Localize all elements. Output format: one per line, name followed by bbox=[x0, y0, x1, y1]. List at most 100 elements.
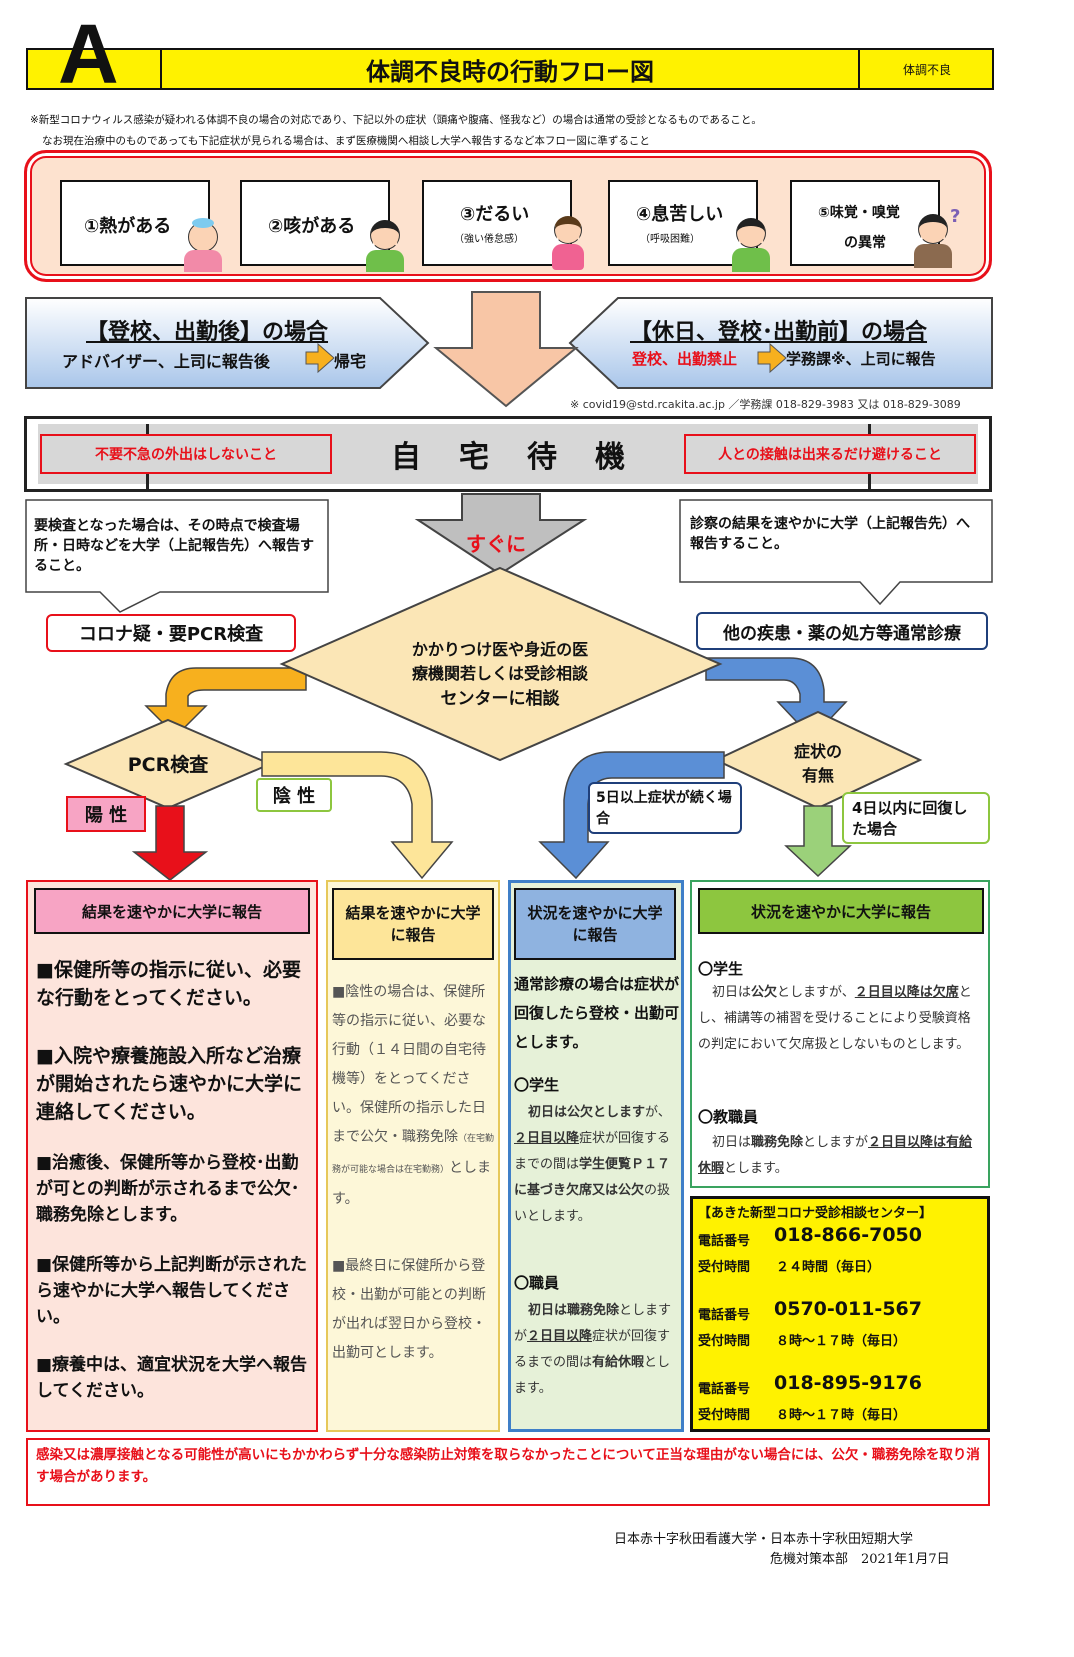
col3-student-text: 初日は公欠としますが、２日目以降症状が回復するまでの間は学生便覧Ｐ１７に基づき欠… bbox=[514, 1100, 680, 1230]
consult-diamond bbox=[279, 566, 723, 762]
before-commute-title: 【休日、登校･出勤前】の場合 bbox=[630, 320, 928, 345]
col4-staff-e: とします。 bbox=[724, 1161, 788, 1176]
col3-staff-heading: 〇職員 bbox=[514, 1274, 560, 1292]
col4-student-text: 初日は公欠としますが、２日目以降は欠席とし、補講等の補習を受けることにより受験資… bbox=[698, 980, 978, 1058]
small-arrow-after bbox=[305, 342, 335, 374]
flow-shapes bbox=[25, 493, 993, 881]
center-tel-1: 018-866-7050 bbox=[774, 1224, 922, 1246]
badge-letter: A bbox=[58, 7, 119, 101]
col4-staff-a: 初日は bbox=[712, 1135, 752, 1150]
symptom-sub: （呼吸困難） bbox=[640, 234, 700, 245]
col1-paragraph-4: ■保健所等から上記判断が示されたら速やかに大学へ報告してください。 bbox=[36, 1255, 308, 1327]
symptom-card-breathless: ④息苦しい （呼吸困難） bbox=[608, 180, 770, 272]
down-arrow-main bbox=[433, 291, 579, 408]
to-pcr-arrow bbox=[144, 667, 307, 738]
col2-p1-text: ■陰性の場合は、保健所等の指示に従い、必要な行動（１４日間の自宅待機等）をとって… bbox=[332, 984, 486, 1145]
negative-arrow bbox=[261, 751, 454, 880]
consult-line-3: センターに相談 bbox=[440, 689, 560, 709]
small-arrow-before bbox=[757, 342, 787, 374]
page-title: 体調不良時の行動フロー図 bbox=[366, 57, 654, 86]
symptom-label: ③だるい bbox=[460, 204, 530, 225]
col2-paragraph-2: ■最終日に保健所から登校・出勤が可能との判断が出れば翌日から登校・出勤可とします… bbox=[332, 1258, 486, 1361]
after-commute-text-a: アドバイザー、上司に報告後 bbox=[62, 352, 270, 371]
cough-person-icon bbox=[364, 218, 406, 272]
col1-paragraph-5: ■療養中は、適宜状況を大学へ報告してください。 bbox=[36, 1355, 308, 1401]
over5-arrow bbox=[538, 751, 725, 880]
center-tel-label-1: 電話番号 bbox=[698, 1234, 751, 1249]
col3-student-a: 初日は公欠とします bbox=[528, 1105, 646, 1120]
center-tel-label-2: 電話番号 bbox=[698, 1308, 751, 1323]
col4-staff-text: 初日は職務免除としますが２日目以降は有給休暇とします。 bbox=[698, 1130, 978, 1182]
pcr-label: PCR検査 bbox=[127, 754, 209, 776]
col4-student-heading: 〇学生 bbox=[698, 960, 744, 978]
positive-label: 陽 性 bbox=[66, 796, 146, 832]
col2-p1-end: とします。 bbox=[332, 1160, 492, 1207]
col3-student-heading: 〇学生 bbox=[514, 1076, 560, 1094]
center-hours-3: ８時～１７時（毎日） bbox=[776, 1408, 907, 1423]
col3-header: 状況を速やかに大学に報告 bbox=[514, 888, 676, 960]
fever-person-icon bbox=[182, 218, 224, 272]
left-callout-text: 要検査となった場合は、その時点で検査場所・日時などを大学（上記報告先）へ報告する… bbox=[34, 518, 314, 574]
negative-label: 陰 性 bbox=[256, 778, 332, 812]
footer-organization: 日本赤十字秋田看護大学・日本赤十字秋田短期大学 bbox=[614, 1532, 914, 1547]
consult-line-1: かかりつけ医や身近の医 bbox=[411, 640, 589, 659]
col2-paragraph-1: ■陰性の場合は、保健所等の指示に従い、必要な行動（１４日間の自宅待機等）をとって… bbox=[332, 978, 496, 1214]
center-tel-2: 0570-011-567 bbox=[774, 1298, 922, 1320]
header-bar bbox=[26, 48, 994, 90]
col4-student-e: とし、補講等の補習を受けることにより受験資格の判定において欠席扱としないものとし… bbox=[698, 985, 972, 1052]
over5days-box: 5日以上症状が続く場合 bbox=[588, 782, 742, 834]
symptom-card-fatigue: ③だるい （強い倦怠感） bbox=[422, 180, 584, 270]
positive-arrow bbox=[131, 805, 209, 881]
symptom-sub: の異常 bbox=[844, 235, 886, 251]
col3-student-c: ２日目以降 bbox=[514, 1131, 580, 1146]
symptom-label: ②咳がある bbox=[268, 216, 356, 237]
scenario-arrows bbox=[25, 291, 993, 408]
question-person-icon: ? bbox=[912, 206, 964, 272]
after-commute-title: 【登校、出勤後】の場合 bbox=[86, 320, 329, 345]
col3-intro: 通常診療の場合は症状が回復したら登校・出勤可とします。 bbox=[514, 975, 680, 1051]
symptom-label: ④息苦しい bbox=[636, 204, 724, 225]
col3-staff-f: とします。 bbox=[514, 1355, 671, 1396]
col4-staff-c: としますが bbox=[803, 1135, 869, 1150]
center-title: 【あきた新型コロナ受診相談センター】 bbox=[698, 1206, 933, 1221]
breathless-person-icon bbox=[730, 218, 772, 272]
col4-header: 状況を速やかに大学に報告 bbox=[698, 888, 984, 934]
home-standby-title: 自 宅 待 機 bbox=[391, 440, 629, 475]
other-illness-box: 他の疾患・薬の処方等通常診療 bbox=[696, 612, 988, 650]
col1-paragraph-3: ■治癒後、保健所等から登校･出勤が可との判断が示されるまで公欠･職務免除とします… bbox=[36, 1153, 300, 1225]
center-hours-2: ８時～１７時（毎日） bbox=[776, 1334, 907, 1349]
center-hours-label-3: 受付時間 bbox=[698, 1408, 751, 1423]
result-column-negative bbox=[326, 880, 500, 1432]
result-column-normal bbox=[508, 880, 684, 1432]
warning-box: 感染又は濃厚接触となる可能性が高いにもかかわらず十分な感染防止対策を取らなかった… bbox=[26, 1438, 990, 1506]
header-divider-right bbox=[858, 48, 860, 90]
result-column-positive bbox=[26, 880, 318, 1432]
avoid-contact-box: 人との接触は出来るだけ避けること bbox=[684, 434, 976, 474]
col4-staff-b: 職務免除 bbox=[751, 1135, 804, 1150]
col4-student-d: ２日目以降は欠席 bbox=[854, 985, 959, 1000]
col1-paragraph-1: ■保健所等の指示に従い、必要な行動をとってください。 bbox=[36, 959, 301, 1009]
before-commute-arrow-shape bbox=[568, 297, 993, 389]
fatigue-person-icon bbox=[548, 216, 588, 272]
col3-student-e: 学生便覧Ｐ１７に基づき欠席又は公欠 bbox=[514, 1157, 671, 1198]
immediately-label: すぐに bbox=[466, 532, 526, 556]
col3-staff-c: ２日目以降 bbox=[527, 1329, 593, 1344]
symptom-label: ①熱がある bbox=[84, 216, 172, 237]
within4days-box: 4日以内に回復した場合 bbox=[842, 792, 990, 844]
col4-student-a: 初日は bbox=[712, 985, 752, 1000]
col3-staff-e: 有給休暇 bbox=[592, 1355, 645, 1370]
col4-student-c: としますが、 bbox=[777, 985, 855, 1000]
note-line-2: なお現在治療中のものであっても下記症状が見られる場合は、まず医療機関へ相談し大学… bbox=[42, 135, 650, 147]
col1-paragraph-2: ■入院や療養施設入所など治療が開始されたら速やかに大学に連絡してください。 bbox=[36, 1045, 303, 1123]
center-hours-1: ２４時間（毎日） bbox=[776, 1260, 881, 1275]
note-line-1: ※新型コロナウィルス感染が疑われる体調不良の場合の対応であり、下記以外の症状（頭… bbox=[30, 114, 762, 126]
center-hours-label-2: 受付時間 bbox=[698, 1334, 751, 1349]
before-commute-text-b: 学務課※、上司に報告 bbox=[786, 350, 936, 368]
no-outing-box: 不要不急の外出はしないこと bbox=[40, 434, 332, 474]
footer-date: 危機対策本部 2021年1月7日 bbox=[770, 1552, 950, 1567]
col3-student-f: の扱いとします。 bbox=[514, 1183, 671, 1224]
center-tel-label-3: 電話番号 bbox=[698, 1382, 751, 1397]
symptom-label: ⑤味覚・嗅覚 bbox=[818, 205, 900, 221]
symptom-sub: （強い倦怠感） bbox=[454, 234, 524, 245]
col3-staff-text: 初日は職務免除としますが２日目以降症状が回復するまでの間は有給休暇とします。 bbox=[514, 1298, 680, 1402]
